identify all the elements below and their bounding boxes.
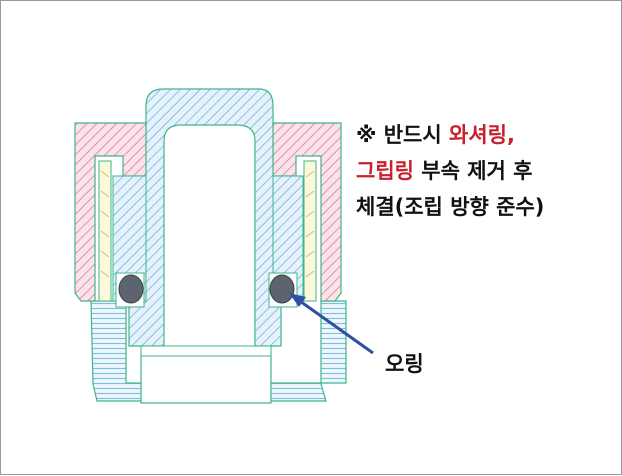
- note-line-1: ※ 반드시 와셔링,: [356, 117, 544, 153]
- grip-ring-right: [303, 160, 317, 302]
- removal-instruction-note: ※ 반드시 와셔링, 그립링 부속 제거 후 체결(조립 방향 준수): [356, 117, 544, 225]
- threaded-body: [90, 300, 347, 404]
- note-highlight-grip-ring: 그립링: [356, 159, 414, 183]
- oring-callout-arrow: [289, 293, 374, 355]
- inner-sleeve: [128, 88, 282, 357]
- grip-ring-left: [98, 160, 112, 302]
- oring-callout-label: 오링: [385, 352, 424, 376]
- note-highlight-washer-ring: 와셔링,: [449, 123, 515, 147]
- note-suffix: 부속 제거 후: [413, 159, 533, 183]
- collar-left: [112, 175, 147, 302]
- washer-ring-left: [74, 122, 147, 302]
- oring-left: [115, 272, 145, 308]
- note-line-3: 체결(조립 방향 준수): [356, 195, 545, 219]
- note-line-2: 그립링 부속 제거 후: [356, 153, 544, 189]
- oring-right: [268, 272, 298, 308]
- note-prefix: ※ 반드시: [356, 123, 449, 147]
